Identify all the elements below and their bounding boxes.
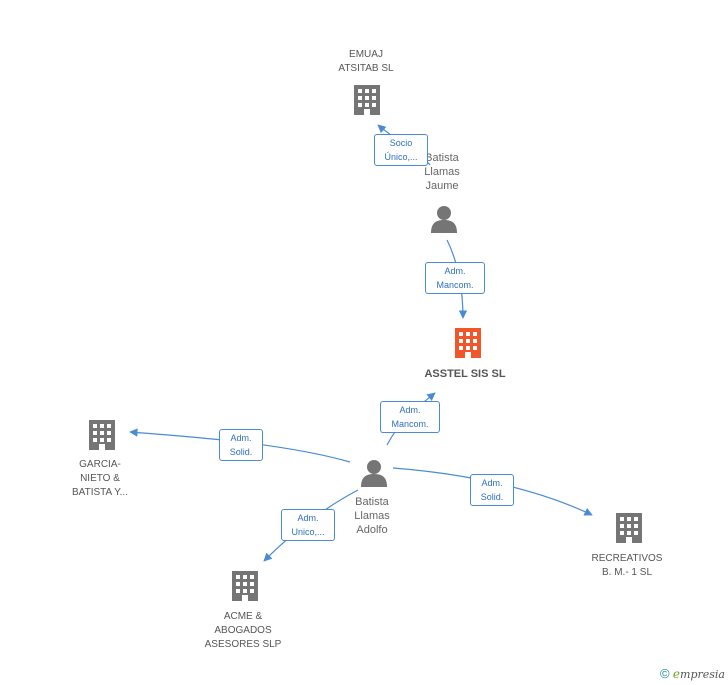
label-line: RECREATIVOS xyxy=(591,553,663,564)
building-icon[interactable] xyxy=(616,513,642,543)
label-line: Llamas xyxy=(424,166,460,178)
label-line: Adolfo xyxy=(356,524,388,536)
building-icon[interactable] xyxy=(89,420,115,450)
node-label-jaume[interactable]: Batista Llamas Jaume xyxy=(402,151,482,193)
label-line: ASESORES SLP xyxy=(204,639,282,650)
label-line: ACME & xyxy=(223,611,263,622)
copyright-symbol: © xyxy=(659,666,670,681)
label-line: EMUAJ xyxy=(349,49,383,60)
label-line: Batista xyxy=(355,496,389,508)
edge-label-line: Solid. xyxy=(229,447,253,457)
node-label-garcia[interactable]: GARCIA- NIETO & BATISTA Y... xyxy=(50,458,150,500)
node-label-asstel[interactable]: ASSTEL SIS SL xyxy=(405,367,525,381)
edge-label-jaume-asstel[interactable]: Adm. Mancom. xyxy=(425,262,485,294)
edge-label-line: Solid. xyxy=(480,492,504,502)
edge-label-line: Socio xyxy=(389,138,413,148)
label-line: Jaume xyxy=(425,180,459,192)
brand-initial: e xyxy=(672,667,681,681)
label-line: ABOGADOS xyxy=(214,625,272,636)
label-line: ASSTEL SIS SL xyxy=(424,368,506,380)
label-line: Llamas xyxy=(354,510,390,522)
label-line: ATSITAB SL xyxy=(338,63,394,74)
person-icon[interactable] xyxy=(431,206,457,233)
edge-label-jaume-emuaj[interactable]: Socio Único,... xyxy=(374,134,428,166)
edge-label-adolfo-acme[interactable]: Adm. Unico,... xyxy=(281,509,335,541)
edge-label-line: Adm. xyxy=(297,513,319,523)
building-icon[interactable] xyxy=(354,85,380,115)
edge-label-line: Mancom. xyxy=(391,419,429,429)
edge-label-adolfo-recreativos[interactable]: Adm. Solid. xyxy=(470,474,514,506)
brand-name: mpresia xyxy=(680,668,725,681)
person-icon[interactable] xyxy=(361,460,387,487)
label-line: NIETO & xyxy=(80,473,120,484)
edge-label-line: Adm. xyxy=(481,478,503,488)
empresia-credit[interactable]: © empresia xyxy=(660,666,725,681)
node-label-recreativos[interactable]: RECREATIVOS B. M.- 1 SL xyxy=(577,552,677,580)
label-line: Batista xyxy=(425,152,459,164)
edge-label-line: Mancom. xyxy=(436,280,474,290)
edge-label-adolfo-garcia[interactable]: Adm. Solid. xyxy=(219,429,263,461)
node-label-acme[interactable]: ACME & ABOGADOS ASESORES SLP xyxy=(193,610,293,652)
label-line: BATISTA Y... xyxy=(72,487,128,498)
node-label-adolfo[interactable]: Batista Llamas Adolfo xyxy=(332,495,412,537)
edge-label-line: Adm. xyxy=(230,433,252,443)
building-icon[interactable] xyxy=(455,328,481,358)
edge-label-line: Adm. xyxy=(444,266,466,276)
edge-label-line: Único,... xyxy=(384,152,418,162)
label-line: B. M.- 1 SL xyxy=(601,567,652,578)
edge-label-line: Adm. xyxy=(399,405,421,415)
building-icon[interactable] xyxy=(232,571,258,601)
edge-label-line: Unico,... xyxy=(291,527,325,537)
label-line: GARCIA- xyxy=(79,459,121,470)
edge-label-adolfo-asstel[interactable]: Adm. Mancom. xyxy=(380,401,440,433)
node-label-emuaj[interactable]: EMUAJ ATSITAB SL xyxy=(316,48,416,76)
